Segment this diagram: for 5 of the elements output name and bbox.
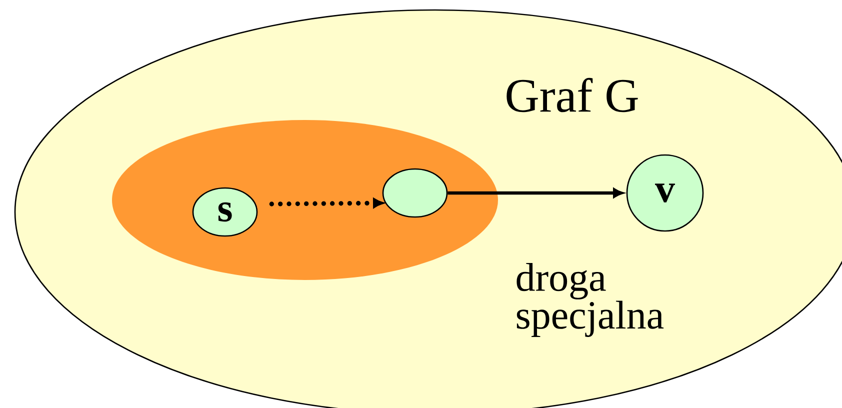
- subset-ellipse: [112, 120, 498, 280]
- edge-label: droga specjalna: [516, 263, 664, 337]
- vertex-circle: [382, 168, 448, 218]
- arrow: [269, 198, 384, 208]
- arrow: [448, 188, 624, 198]
